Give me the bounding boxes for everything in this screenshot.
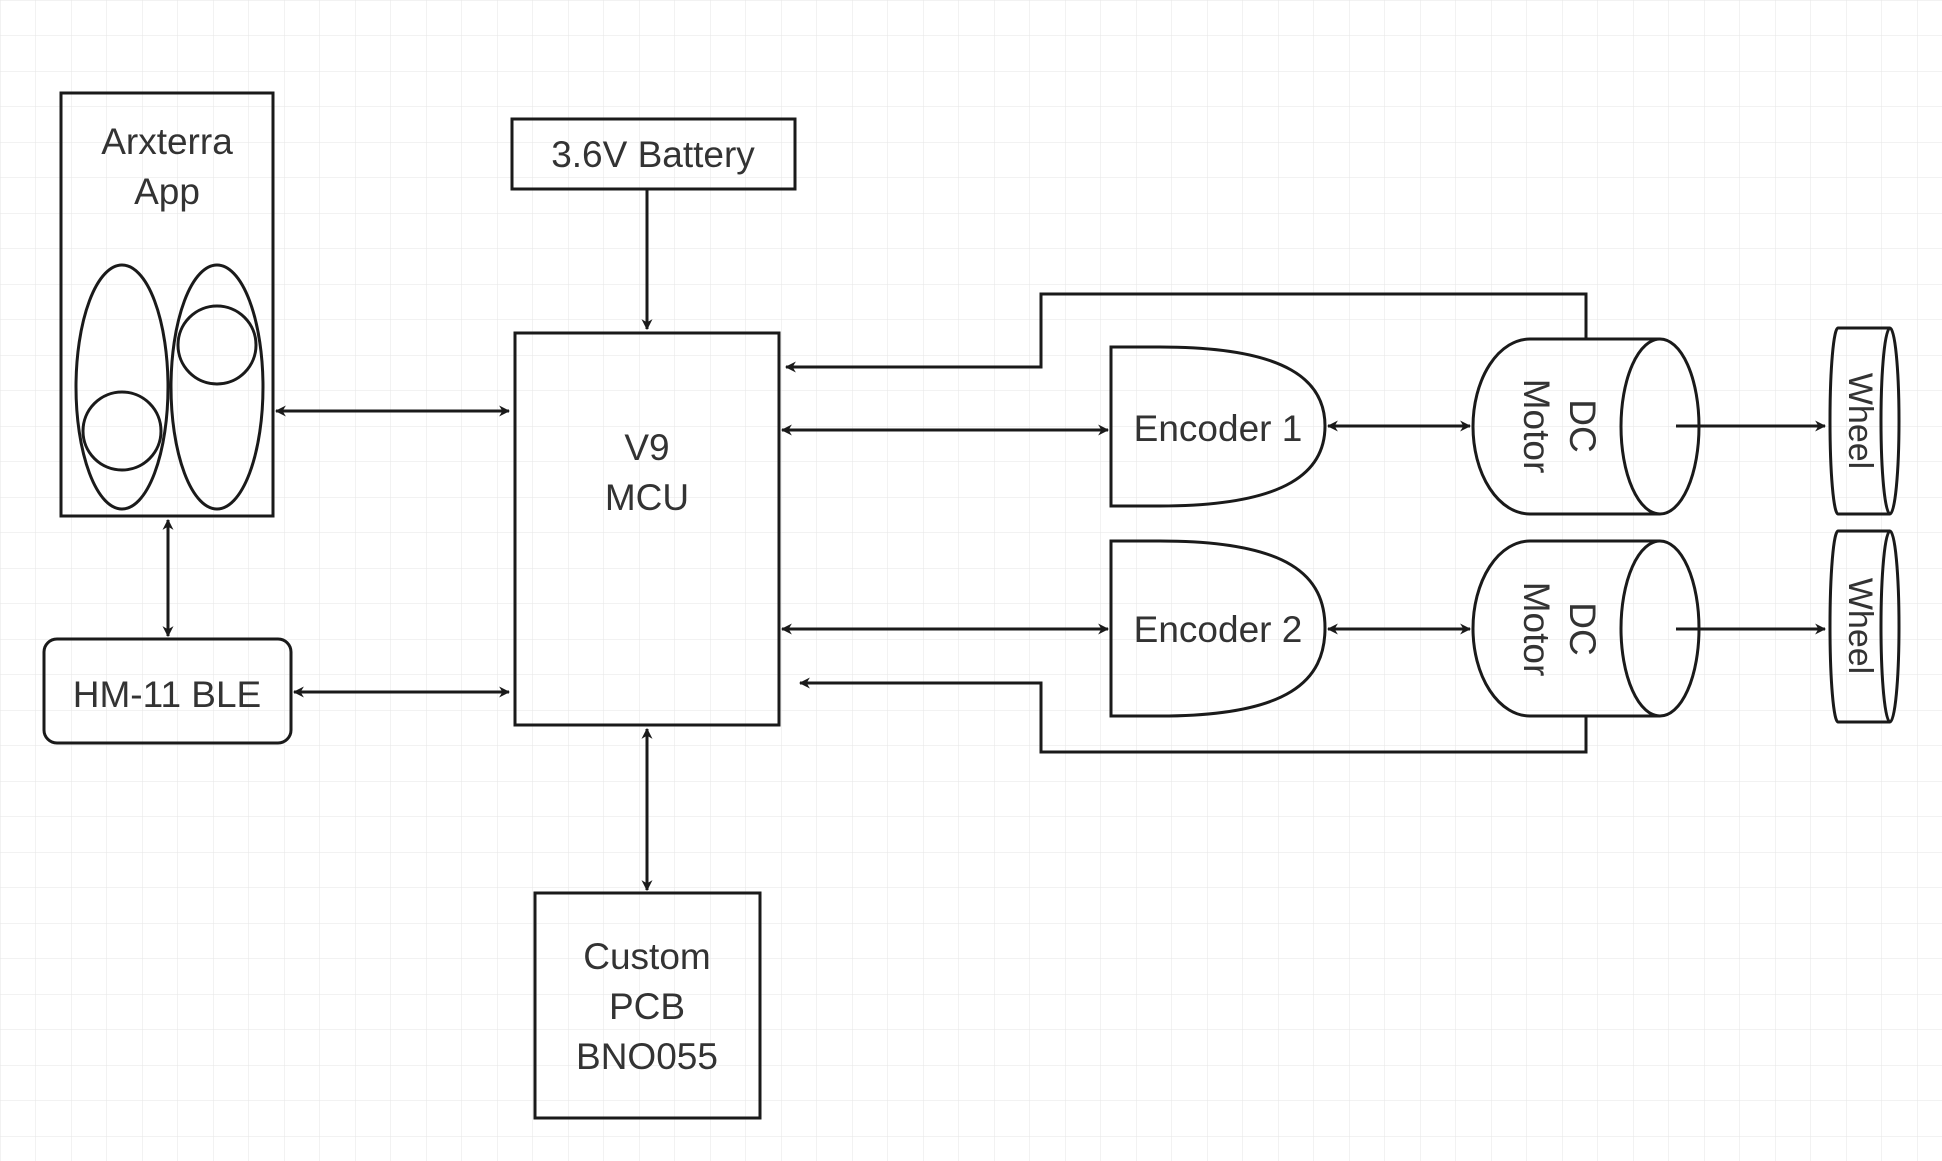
motor2-feedback-path <box>798 677 1588 754</box>
app-circle-right <box>176 304 258 386</box>
wheel2-label: Wheel <box>1841 578 1879 674</box>
mcu-block <box>513 331 781 727</box>
motor2-label-line1: DC <box>1562 602 1603 655</box>
pcb-label-line3: BNO055 <box>576 1036 718 1077</box>
battery-label: 3.6V Battery <box>551 134 755 175</box>
motor1-label-line2: Motor <box>1516 379 1557 474</box>
wheel2-block <box>1828 529 1901 724</box>
mcu-label-line1: V9 <box>624 427 669 468</box>
app-ellipse-left <box>74 263 170 511</box>
encoder1-block <box>1109 345 1327 508</box>
encoder1-label: Encoder 1 <box>1134 408 1303 449</box>
pcb-label-line2: PCB <box>609 986 685 1027</box>
app-ellipse-right <box>169 263 265 511</box>
mcu-label-line2: MCU <box>605 477 689 518</box>
wheel1-label: Wheel <box>1841 373 1879 469</box>
ble-label: HM-11 BLE <box>73 674 262 715</box>
encoder2-label: Encoder 2 <box>1134 609 1303 650</box>
wheel1-block <box>1828 326 1901 516</box>
app-title-line1: Arxterra <box>101 121 233 162</box>
encoder2-block <box>1109 539 1327 718</box>
arxterra-app-block <box>59 91 275 518</box>
battery-block <box>510 117 797 191</box>
app-title-line2: App <box>134 171 200 212</box>
motor2-label-line2: Motor <box>1516 582 1557 677</box>
motor1-feedback-path <box>784 292 1588 373</box>
app-circle-left <box>81 390 163 472</box>
custom-pcb-block <box>533 891 762 1120</box>
pcb-label-line1: Custom <box>583 936 710 977</box>
motor1-label-line1: DC <box>1562 399 1603 452</box>
hm11-ble-block <box>42 637 293 745</box>
